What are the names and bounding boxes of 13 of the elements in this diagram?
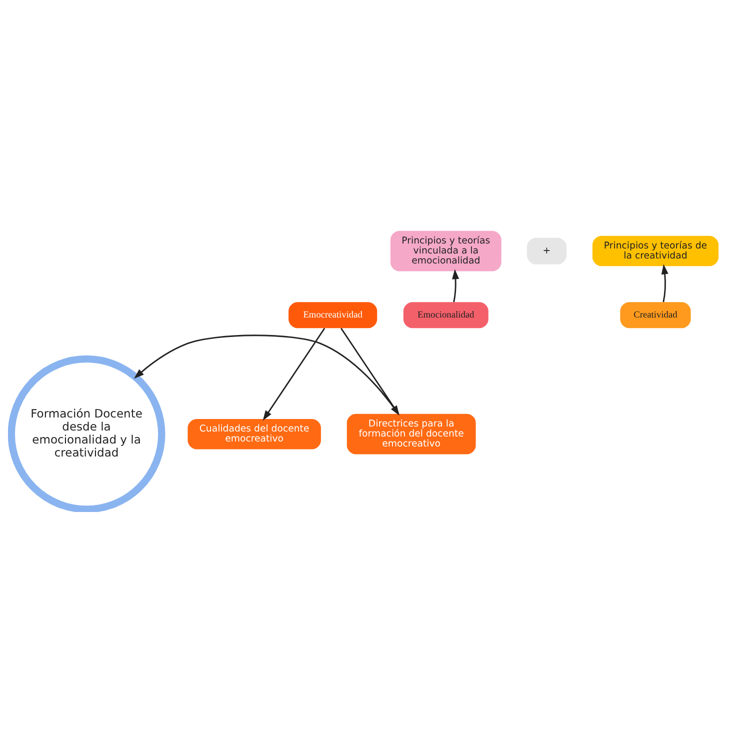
- node-box: Emocionalidad: [403, 302, 488, 328]
- arrow: [134, 334, 399, 414]
- node-box: Cualidades del docente emocreativo: [188, 418, 321, 450]
- arrow: [262, 328, 326, 421]
- node-box: Emocreatividad: [288, 302, 378, 328]
- node-box: Principios y teorías vinculada a la emocionalidad: [390, 230, 502, 272]
- arrow: [661, 264, 668, 302]
- node-box: Principios y teorías de la creatividad: [592, 236, 718, 266]
- node-circle: Formación Docente desde la emocionalidad y la creatividad: [8, 355, 166, 512]
- node-box: Creatividad: [620, 302, 691, 328]
- arrow: [452, 269, 460, 302]
- node-box: Directrices para la formación del docente emocreativo: [346, 414, 476, 454]
- node-box: +: [526, 238, 567, 264]
